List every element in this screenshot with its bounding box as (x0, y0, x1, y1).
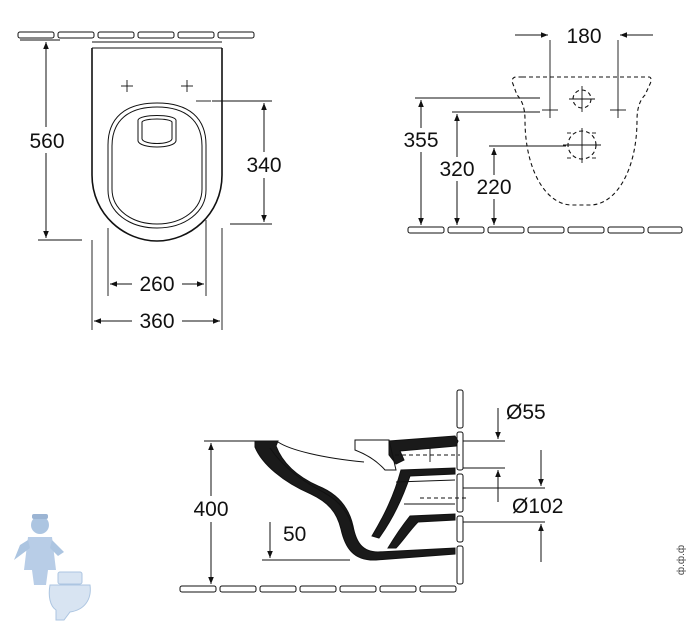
front-fixing-marks (542, 40, 626, 163)
dim-water-seal: 50 (283, 523, 306, 546)
dim-height-355: 355 (403, 129, 438, 152)
side-floor (179, 585, 457, 593)
top-bowl-outline (91, 41, 223, 242)
side-bowl-section (254, 435, 468, 561)
front-bowl-outline (511, 76, 652, 206)
dim-height-320: 320 (439, 158, 474, 181)
top-view: 560 340 260 360 (17, 31, 288, 333)
dim-bowl-width: 260 (139, 273, 174, 296)
side-view: 400 50 Ø55 Ø102 (179, 389, 563, 593)
top-wall (17, 31, 255, 39)
dim-rim-height: 400 (193, 498, 228, 521)
dim-outlet-diameter: Ø102 (512, 495, 563, 518)
front-view: 180 355 320 220 (398, 25, 683, 234)
dim-outlet-to-wall: 340 (246, 154, 281, 177)
dim-overall-length: 560 (29, 130, 64, 153)
plumber-mascot-icon (14, 514, 91, 621)
front-floor (407, 226, 683, 234)
side-wall (456, 389, 464, 585)
dim-fixing-spacing: 180 (566, 25, 601, 48)
dim-overall-width: 360 (139, 310, 174, 333)
dim-height-220: 220 (476, 176, 511, 199)
dim-inlet-diameter: Ø55 (506, 401, 546, 424)
watermark-text: ф.ф.ф (675, 545, 687, 575)
